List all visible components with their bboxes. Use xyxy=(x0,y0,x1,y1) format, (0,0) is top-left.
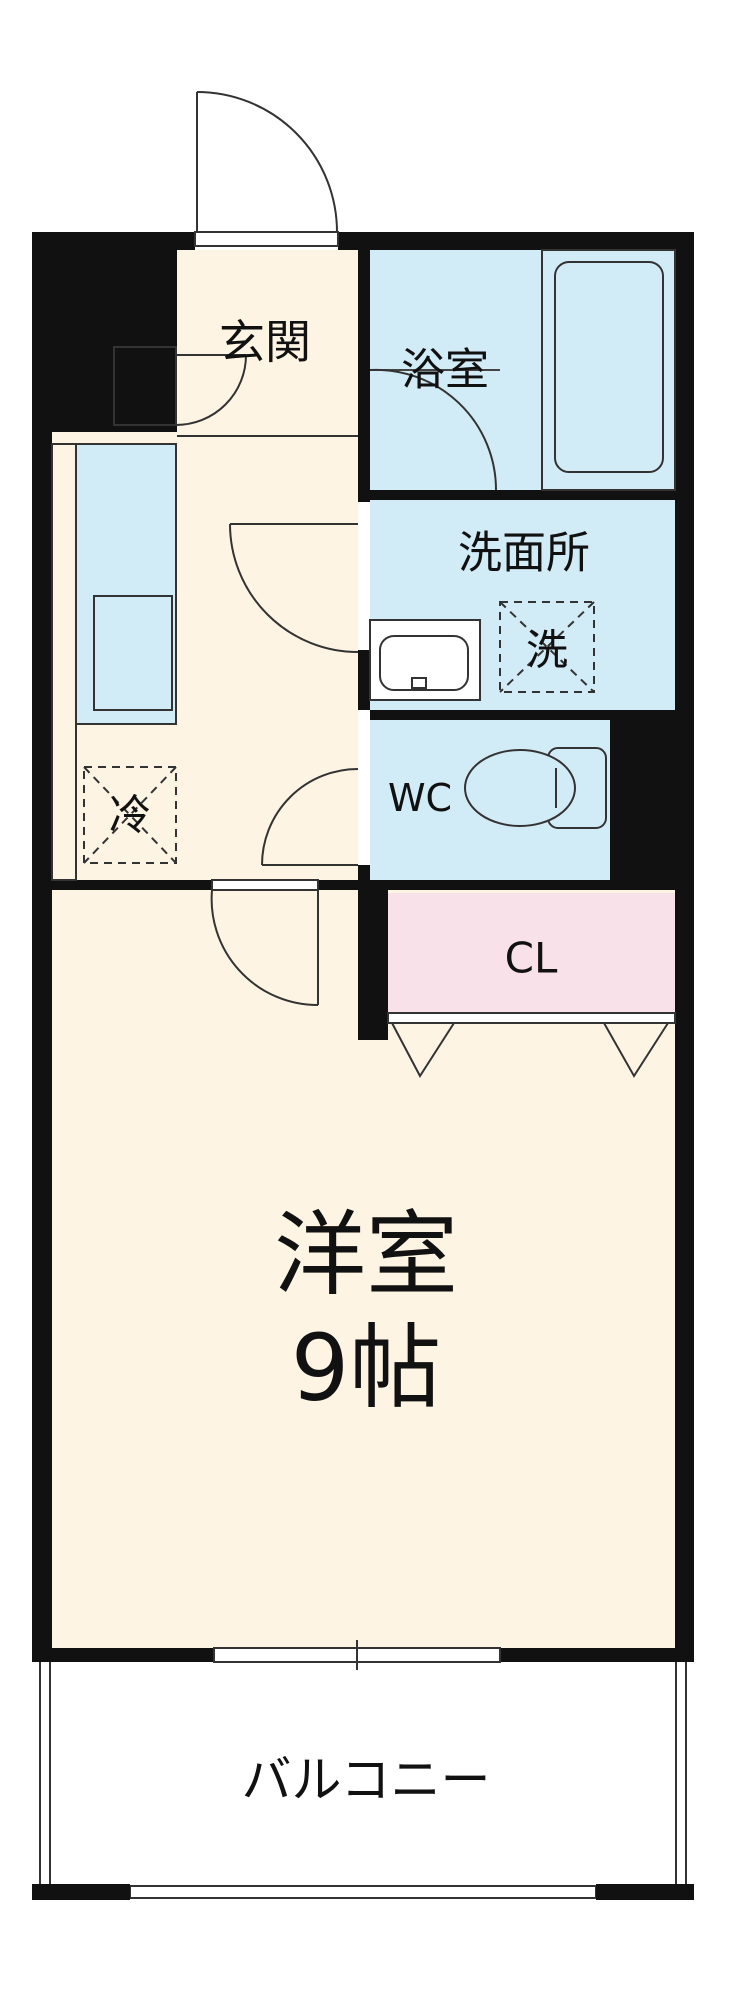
room-labels: 玄関 SB 浴室 洗面所 洗 冷 WC CL 洋室 9帖 バルコニー xyxy=(109,315,590,1809)
wall-mid-left xyxy=(52,880,212,890)
wall-wc-right xyxy=(610,720,675,880)
closet-rail xyxy=(387,1012,676,1024)
kitchen-sink xyxy=(93,595,173,711)
washbasin-bowl xyxy=(379,635,469,691)
wall-top-right xyxy=(338,232,694,250)
washroom-door-arc xyxy=(229,523,359,653)
closet-door-left xyxy=(391,1022,455,1078)
closet-floor xyxy=(388,893,675,1023)
shoe-box-door-arc xyxy=(175,354,247,426)
walls xyxy=(32,232,694,1662)
wall-right xyxy=(675,232,694,1662)
room-door-frame xyxy=(211,879,319,891)
label-western-room: 洋室 xyxy=(274,1202,458,1309)
wall-top-left-block xyxy=(32,232,177,432)
balcony-front-rail xyxy=(129,1885,597,1899)
wall-top-entrance-stub xyxy=(177,232,195,250)
room-door-arc xyxy=(210,889,319,1007)
wall-left xyxy=(32,432,52,1662)
wall-wet-left xyxy=(358,232,370,502)
washer-cross-1 xyxy=(499,601,595,693)
bathtub-inner xyxy=(554,261,664,473)
label-entrance: 玄関 xyxy=(219,315,311,369)
washer-space xyxy=(499,601,595,693)
shoe-box-outline xyxy=(113,346,177,426)
label-western-room-size: 9帖 xyxy=(291,1315,442,1422)
washer-cross-2 xyxy=(499,601,595,693)
bath-door-arc xyxy=(369,368,498,491)
label-shoe-box: SB xyxy=(127,370,164,403)
label-closet: CL xyxy=(505,934,558,983)
balcony-post-right xyxy=(596,1884,694,1900)
wall-bottom-right xyxy=(500,1648,694,1662)
label-washroom: 洗面所 xyxy=(458,528,590,579)
balcony-post-left xyxy=(32,1884,130,1900)
wall-mid-right xyxy=(318,880,675,890)
label-balcony: バルコニー xyxy=(242,1751,491,1809)
washbasin-tap xyxy=(411,677,427,689)
balcony-posts xyxy=(32,1884,694,1900)
closet-door-right xyxy=(603,1022,669,1078)
wc-door-arc xyxy=(261,768,359,866)
label-fridge: 冷 xyxy=(109,791,151,840)
wall-bath-wash xyxy=(370,490,675,500)
toilet-bowl xyxy=(464,749,576,827)
fixtures xyxy=(39,91,687,1899)
wall-wash-wc xyxy=(370,710,675,720)
bathtub-outer xyxy=(541,249,676,491)
fridge-space xyxy=(83,766,177,864)
entrance-door-frame xyxy=(194,231,339,247)
wall-wet-left-2 xyxy=(358,650,370,710)
label-washer: 洗 xyxy=(526,626,568,675)
kitchen-counter xyxy=(51,443,77,881)
label-toilet: WC xyxy=(388,776,452,820)
label-bathroom: 浴室 xyxy=(401,345,489,396)
wall-bottom-left xyxy=(32,1648,214,1662)
wall-closet-left xyxy=(358,880,388,1040)
entrance-door-arc xyxy=(196,91,338,233)
